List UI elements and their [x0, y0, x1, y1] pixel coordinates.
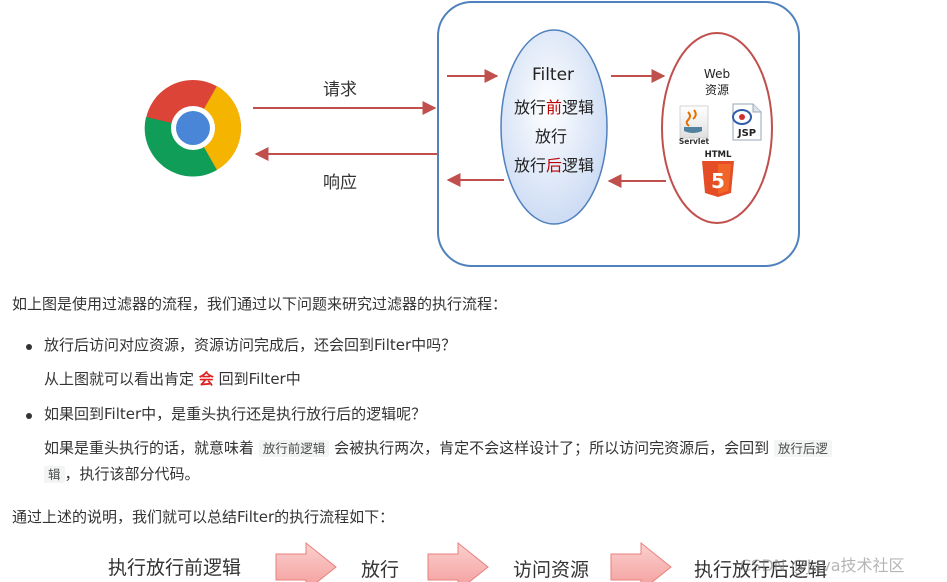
answer-1-pre: 从上图就可以看出肯定	[44, 370, 199, 388]
answer-1: 从上图就可以看出肯定 会 回到Filter中	[44, 368, 301, 390]
flow-step-2: 放行	[361, 559, 400, 581]
html5-icon: HTML 5	[702, 150, 734, 197]
answer-2-post: ，执行该部分代码。	[64, 465, 200, 483]
answer-2-line-1: 如果是重头执行的话，就意味着 放行前逻辑 会被执行两次，肯定不会这样设计了；所以…	[44, 437, 832, 460]
filter-ellipse	[500, 29, 608, 225]
answer-1-post: 回到Filter中	[213, 370, 301, 388]
summary-paragraph: 通过上述的说明，我们就可以总结Filter的执行流程如下：	[12, 508, 395, 526]
web-resource-title-line2: 资源	[705, 83, 729, 97]
filter-flow-diagram: 请求 响应 Filter 放行前逻辑 放行 放行后逻辑 Web 资源 Servl…	[144, 1, 800, 267]
flow-arrow-3	[610, 541, 672, 582]
web-resource-ellipse	[661, 32, 773, 224]
flow-step-3: 访问资源	[513, 559, 590, 581]
jsp-label: JSP	[737, 128, 756, 139]
servlet-label: Servlet	[679, 137, 710, 146]
flow-arrow-2	[427, 541, 489, 582]
response-label: 响应	[323, 173, 357, 193]
code-after-logic-part2: 辑	[44, 466, 65, 483]
flow-arrows	[275, 541, 672, 582]
flow-step-1: 执行放行前逻辑	[108, 557, 242, 579]
html-label: HTML	[705, 150, 732, 160]
intro-paragraph: 如上图是使用过滤器的流程，我们通过以下问题来研究过滤器的执行流程：	[12, 295, 508, 313]
jsp-file-icon: JSP	[732, 103, 762, 141]
web-resource-title-line1: Web	[704, 67, 730, 81]
question-2: 如果回到Filter中，是重头执行还是执行放行后的逻辑呢？	[44, 405, 427, 423]
servlet-java-icon: Servlet	[679, 105, 710, 146]
filter-line-pass: 放行	[535, 127, 567, 146]
html5-badge-number: 5	[711, 169, 725, 193]
filter-line-before: 放行前逻辑	[514, 98, 594, 117]
answer-2-mid: 会被执行两次，肯定不会这样设计了；所以访问完资源后，会回到	[329, 439, 774, 457]
bullet-2	[26, 413, 32, 419]
answer-2-pre: 如果是重头执行的话，就意味着	[44, 439, 259, 457]
csdn-watermark: CSDN @Java技术社区	[740, 556, 905, 575]
chrome-logo-icon	[144, 80, 242, 177]
filter-title: Filter	[532, 65, 574, 85]
request-label: 请求	[323, 80, 357, 100]
code-after-logic-part1: 放行后逻	[773, 440, 832, 457]
question-1: 放行后访问对应资源，资源访问完成后，还会回到Filter中吗？	[44, 336, 457, 354]
filter-line-after: 放行后逻辑	[514, 156, 594, 175]
code-before-logic: 放行前逻辑	[258, 440, 330, 457]
answer-2-line-2: 辑，执行该部分代码。	[44, 463, 200, 486]
answer-1-emphasis: 会	[198, 370, 214, 388]
flow-arrow-1	[275, 541, 337, 582]
bullet-1	[26, 344, 32, 350]
flow-step-4: 执行放行后逻辑	[694, 559, 828, 581]
